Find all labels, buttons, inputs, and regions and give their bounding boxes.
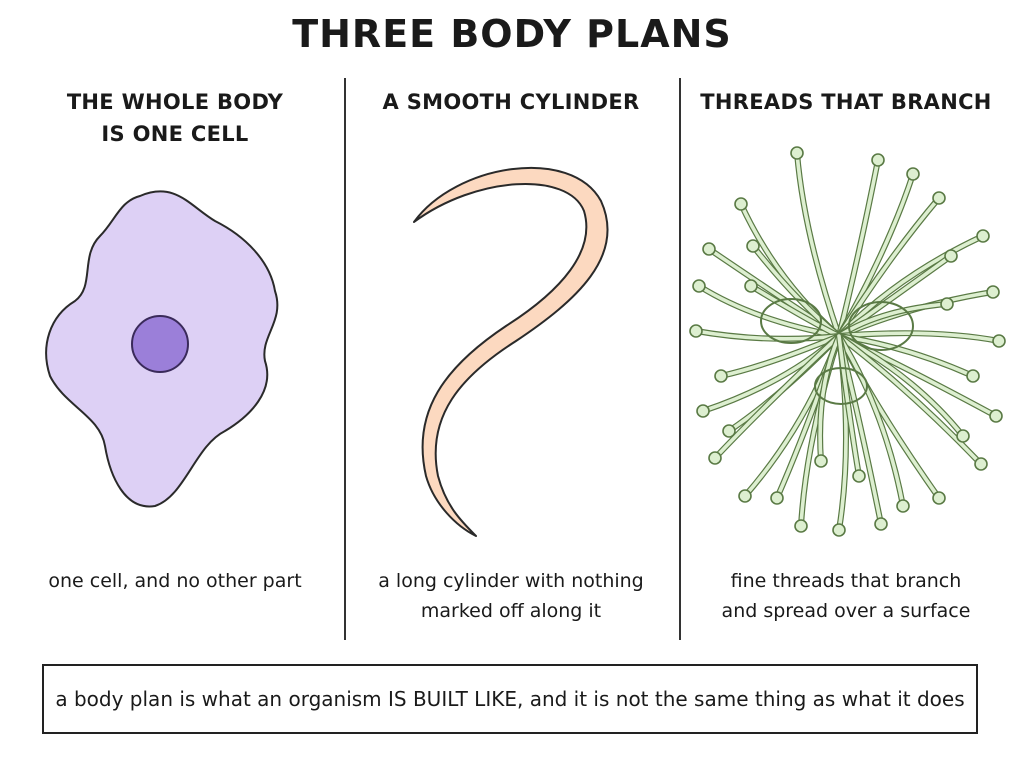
thread-tip bbox=[956, 429, 970, 443]
thread-branch-core bbox=[837, 234, 985, 338]
thread-tip bbox=[966, 369, 980, 383]
caption-line: marked off along it bbox=[420, 600, 602, 622]
thread-loop bbox=[760, 298, 822, 344]
thread-tip bbox=[722, 424, 736, 438]
panel-caption: fine threads that branch and spread over… bbox=[681, 566, 1011, 626]
thread-tip bbox=[692, 279, 706, 293]
thread-tip bbox=[714, 369, 728, 383]
thread-branch-core bbox=[795, 151, 841, 338]
panel-heading: A SMOOTH CYLINDER bbox=[346, 86, 676, 118]
thread-tip bbox=[932, 191, 946, 205]
heading-line: IS ONE CELL bbox=[101, 122, 249, 146]
panel-one-cell: THE WHOLE BODY IS ONE CELL one cell, and… bbox=[10, 86, 340, 592]
branching-threads-icon bbox=[689, 146, 1006, 537]
thread-tip bbox=[906, 167, 920, 181]
panel-caption: one cell, and no other part bbox=[10, 566, 340, 596]
thread-branch-core bbox=[837, 331, 1001, 343]
thread-network bbox=[689, 146, 1006, 537]
thread-tip bbox=[746, 239, 760, 253]
thread-tip bbox=[992, 334, 1006, 348]
panel-heading: THREADS THAT BRANCH bbox=[681, 86, 1011, 118]
thread-tip bbox=[974, 457, 988, 471]
caption-line: fine threads that branch bbox=[730, 570, 962, 592]
thread-branch bbox=[794, 150, 842, 339]
thread-tip bbox=[852, 469, 866, 483]
thread-branch-core bbox=[694, 329, 841, 341]
thread-loop bbox=[814, 367, 868, 405]
thread-tip bbox=[794, 519, 808, 533]
column-divider bbox=[679, 78, 681, 640]
thread-branch-core bbox=[837, 334, 905, 508]
panel-heading: THE WHOLE BODY IS ONE CELL bbox=[10, 86, 340, 150]
thread-branch-core bbox=[749, 284, 841, 338]
thread-tip bbox=[814, 454, 828, 468]
page-title: THREE BODY PLANS bbox=[292, 12, 732, 56]
heading-line: THREADS THAT BRANCH bbox=[700, 90, 992, 114]
heading-line: A SMOOTH CYLINDER bbox=[382, 90, 640, 114]
summary-text: a body plan is what an organism IS BUILT… bbox=[55, 687, 965, 711]
thread-branch-core bbox=[837, 334, 861, 478]
caption-line: and spread over a surface bbox=[721, 600, 971, 622]
thread-tip bbox=[744, 279, 758, 293]
thread-tip bbox=[770, 491, 784, 505]
thread-branch-core bbox=[837, 334, 983, 466]
worm-body bbox=[413, 166, 609, 537]
column-divider bbox=[344, 78, 346, 640]
thread-tip bbox=[871, 153, 885, 167]
thread-branch-core bbox=[837, 158, 880, 338]
cell-nucleus bbox=[131, 315, 189, 373]
panel-caption: a long cylinder with nothing marked off … bbox=[346, 566, 676, 626]
caption-line: a long cylinder with nothing bbox=[378, 570, 644, 592]
thread-tip bbox=[832, 523, 846, 537]
thread-tip bbox=[976, 229, 990, 243]
thread-tip bbox=[738, 489, 752, 503]
thread-tip bbox=[708, 451, 722, 465]
worm-icon bbox=[413, 166, 609, 537]
thread-tip bbox=[689, 324, 703, 338]
thread-branch-core bbox=[713, 334, 841, 460]
thread-tip bbox=[932, 491, 946, 505]
single-cell-icon bbox=[45, 190, 279, 508]
thread-branch-core bbox=[719, 334, 841, 378]
thread-tip bbox=[734, 197, 748, 211]
thread-branch-core bbox=[818, 334, 841, 463]
panel-smooth-cylinder: A SMOOTH CYLINDER a long cylinder with n… bbox=[346, 86, 676, 622]
caption-line: one cell, and no other part bbox=[48, 570, 302, 592]
thread-tip bbox=[940, 297, 954, 311]
thread-tip bbox=[944, 249, 958, 263]
thread-loop bbox=[848, 301, 914, 351]
panel-branching-threads: THREADS THAT BRANCH fine threads that br… bbox=[681, 86, 1011, 622]
summary-box: a body plan is what an organism IS BUILT… bbox=[42, 664, 978, 734]
thread-tip bbox=[702, 242, 716, 256]
thread-tip bbox=[790, 146, 804, 160]
thread-tip bbox=[696, 404, 710, 418]
thread-branch-core bbox=[837, 302, 949, 338]
heading-line: THE WHOLE BODY bbox=[66, 90, 284, 114]
thread-tip bbox=[896, 499, 910, 513]
thread-tip bbox=[986, 285, 1000, 299]
thread-tip bbox=[989, 409, 1003, 423]
thread-tip bbox=[874, 517, 888, 531]
